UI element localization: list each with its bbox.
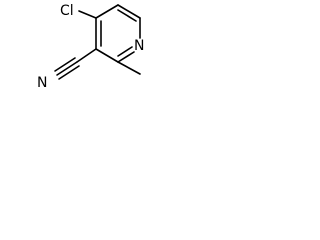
atom-label-ring-n: N	[134, 38, 144, 54]
bond-c2-methyl	[117, 61, 141, 75]
bond-n1-c2	[117, 51, 135, 63]
bond-c3-cn	[76, 48, 97, 63]
bond-triple-3	[58, 65, 80, 80]
structure-canvas: Cl N N	[0, 0, 154, 132]
bond-triple-1	[56, 61, 78, 76]
bond-c4-c5	[95, 4, 119, 19]
bond-triple-2	[54, 57, 76, 72]
bond-c5-c6-inner	[117, 9, 137, 22]
bond-c2-c3	[95, 48, 119, 63]
molecule-drawing: Cl N N	[37, 3, 144, 91]
atom-label-cl: Cl	[60, 3, 74, 19]
bond-c4-cl	[78, 10, 97, 19]
bond-n1-c2-inner	[117, 46, 133, 57]
atom-label-nitrile-n: N	[37, 75, 47, 91]
bond-c5-c6	[117, 4, 141, 19]
